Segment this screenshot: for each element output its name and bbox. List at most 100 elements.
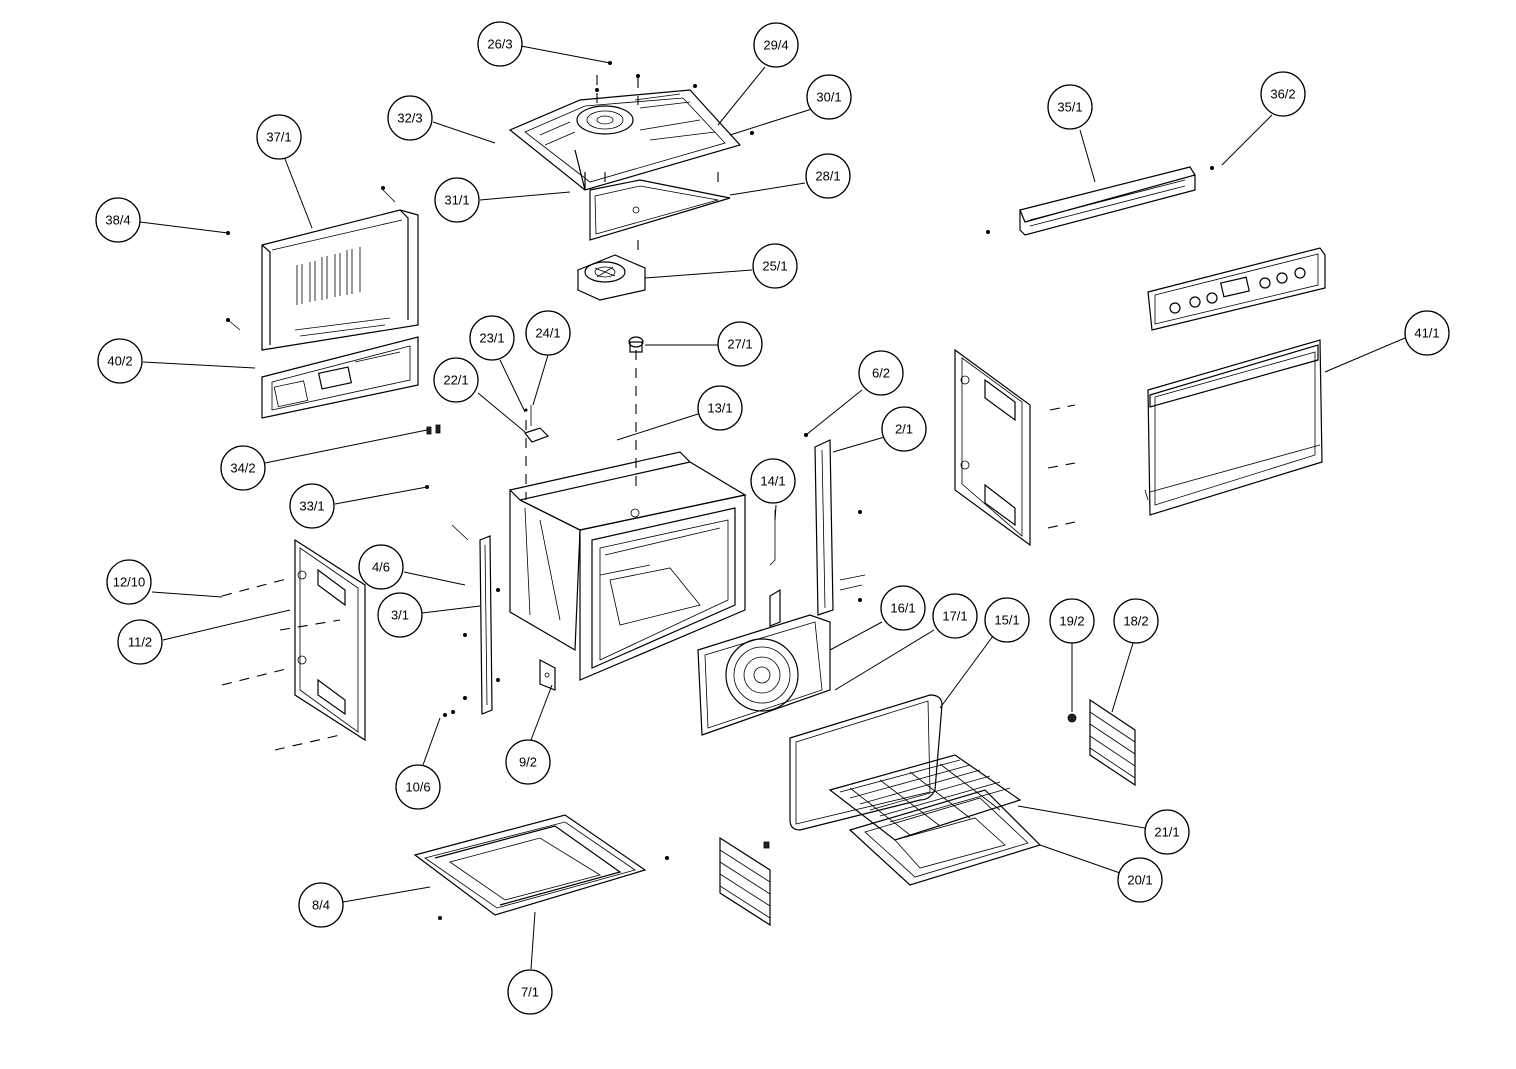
callout-12-10: 12/10 [106,559,152,605]
shelf-support-left [719,836,771,927]
callout-34-2: 34/2 [220,445,266,491]
door-gasket [789,694,943,831]
svg-text:4/6: 4/6 [372,560,390,575]
callout-6-2: 6/2 [858,350,904,396]
svg-text:8/4: 8/4 [312,898,330,913]
svg-text:41/1: 41/1 [1414,326,1439,341]
callout-22-1: 22/1 [433,357,479,403]
callout-32-3: 32/3 [387,95,433,141]
cooling-fan [577,254,646,301]
callout-15-1: 15/1 [984,597,1030,643]
callout-31-1: 31/1 [434,177,480,223]
callout-36-2: 36/2 [1260,71,1306,117]
svg-text:13/1: 13/1 [707,401,732,416]
svg-text:24/1: 24/1 [535,326,560,341]
callout-17-1: 17/1 [932,593,978,639]
callout-8-4: 8/4 [298,882,344,928]
svg-text:22/1: 22/1 [443,373,468,388]
wire-clip [769,510,776,566]
shelf-support-right [1067,698,1136,787]
oven-door [1144,339,1323,516]
callout-14-1: 14/1 [750,458,796,504]
callout-7-1: 7/1 [507,969,553,1015]
svg-text:20/1: 20/1 [1127,873,1152,888]
svg-text:33/1: 33/1 [299,499,324,514]
leader-lines [139,45,1406,970]
temperature-sensor [628,336,644,353]
svg-text:36/2: 36/2 [1270,87,1295,102]
callout-41-1: 41/1 [1404,310,1450,356]
callout-40-2: 40/2 [97,338,143,384]
svg-text:29/4: 29/4 [763,38,788,53]
svg-text:17/1: 17/1 [942,609,967,624]
right-side-panel [954,348,1076,547]
svg-text:34/2: 34/2 [230,461,255,476]
callout-30-1: 30/1 [806,74,852,120]
callout-29-4: 29/4 [753,22,799,68]
heat-shield-plate [589,172,731,256]
callout-35-1: 35/1 [1047,84,1093,130]
control-module [261,336,419,419]
svg-text:31/1: 31/1 [444,193,469,208]
back-cover-panel [226,186,419,351]
bracket-part [539,659,556,691]
svg-text:35/1: 35/1 [1057,100,1082,115]
svg-text:37/1: 37/1 [266,130,291,145]
svg-text:15/1: 15/1 [994,613,1019,628]
svg-text:6/2: 6/2 [872,366,890,381]
svg-text:3/1: 3/1 [391,608,409,623]
side-rail-left [451,524,500,715]
left-side-panel [221,538,366,751]
callout-11-2: 11/2 [117,619,163,665]
svg-text:2/1: 2/1 [895,422,913,437]
svg-text:23/1: 23/1 [479,331,504,346]
svg-text:9/2: 9/2 [519,755,537,770]
side-rail-right [804,433,866,616]
svg-text:30/1: 30/1 [816,90,841,105]
svg-text:26/3: 26/3 [487,37,512,52]
svg-text:11/2: 11/2 [128,635,152,650]
callout-23-1: 23/1 [469,315,515,361]
svg-text:12/10: 12/10 [113,575,146,590]
svg-text:25/1: 25/1 [762,259,787,274]
rear-fan-panel [697,588,831,736]
callout-16-1: 16/1 [880,585,926,631]
callout-2-1: 2/1 [881,406,927,452]
callout-4-6: 4/6 [358,544,404,590]
oven-cavity [508,350,747,681]
lamp-assembly [524,405,550,443]
svg-text:7/1: 7/1 [521,985,539,1000]
connector-part [426,424,441,435]
callout-28-1: 28/1 [805,153,851,199]
callout-21-1: 21/1 [1144,809,1190,855]
svg-text:19/2: 19/2 [1059,614,1084,629]
callout-27-1: 27/1 [717,321,763,367]
callout-25-1: 25/1 [752,243,798,289]
callout-38-4: 38/4 [95,197,141,243]
callout-26-3: 26/3 [477,21,523,67]
callout-18-2: 18/2 [1113,598,1159,644]
callout-9-2: 9/2 [505,739,551,785]
svg-text:32/3: 32/3 [397,111,422,126]
top-vent-trim [986,166,1214,236]
svg-text:40/2: 40/2 [107,354,132,369]
callout-20-1: 20/1 [1117,857,1163,903]
svg-text:27/1: 27/1 [727,337,752,352]
svg-text:38/4: 38/4 [105,213,130,228]
callout-33-1: 33/1 [289,483,335,529]
svg-text:10/6: 10/6 [405,780,430,795]
callout-13-1: 13/1 [697,385,743,431]
callout-24-1: 24/1 [525,310,571,356]
callout-19-2: 19/2 [1049,598,1095,644]
callout-10-6: 10/6 [395,764,441,810]
svg-text:18/2: 18/2 [1123,614,1148,629]
svg-text:28/1: 28/1 [815,169,840,184]
svg-text:21/1: 21/1 [1154,825,1179,840]
svg-text:16/1: 16/1 [890,601,915,616]
callout-37-1: 37/1 [256,114,302,160]
control-panel-fascia [1147,247,1326,331]
bottom-heater-plate [413,814,669,920]
top-motor-housing [508,61,754,191]
svg-text:14/1: 14/1 [760,474,785,489]
